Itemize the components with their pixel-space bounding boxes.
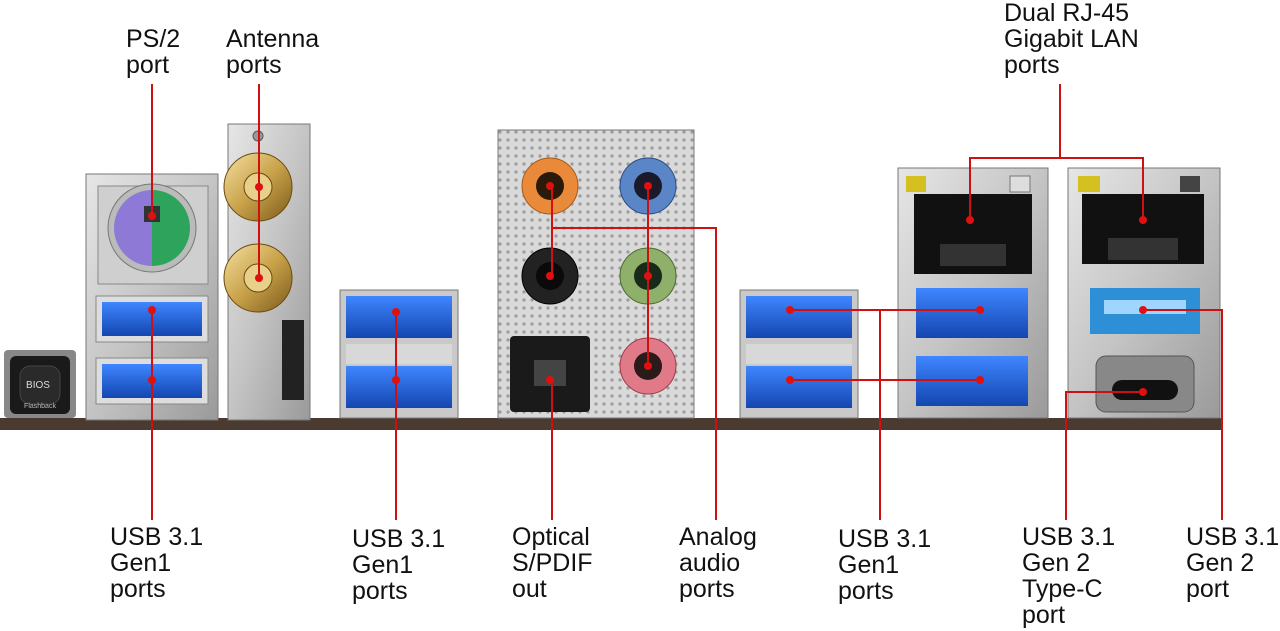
label-line: ports: [110, 575, 166, 603]
label-line: Dual RJ-45: [1004, 0, 1130, 27]
usb-stack-mid: [339, 289, 459, 419]
label-line: PS/2: [126, 25, 181, 53]
bios-flashback-button[interactable]: BIOS Flashback: [4, 350, 76, 418]
label-line: Gen1: [352, 551, 414, 579]
label-line: ports: [226, 51, 282, 79]
label-line: Antenna: [226, 25, 320, 53]
label-line: out: [512, 575, 547, 603]
label-line: USB 3.1: [1186, 523, 1280, 551]
label-line: Analog: [679, 523, 757, 551]
usb-port[interactable]: [346, 296, 452, 338]
usb-stack-right: [739, 289, 859, 419]
label-line: port: [126, 51, 170, 79]
label-line: Gigabit LAN: [1004, 25, 1139, 53]
label-line: USB 3.1: [352, 525, 446, 553]
label-line: Gen 2: [1186, 549, 1255, 577]
label-antenna: Antenna ports: [226, 26, 319, 78]
label-line: USB 3.1: [110, 523, 204, 551]
label-lan: Dual RJ-45 Gigabit LAN ports: [1004, 0, 1139, 78]
label-line: ports: [838, 577, 894, 605]
leader-lines: [151, 84, 1223, 520]
ps2-keyboard-half: [152, 190, 190, 266]
label-line: USB 3.1: [838, 525, 932, 553]
leader-dots: [148, 182, 1147, 396]
label-ps2: PS/2 port: [126, 26, 180, 78]
usb-port[interactable]: [746, 366, 852, 408]
label-typec: USB 3.1 Gen 2 Type-C port: [1022, 524, 1115, 628]
usb-port[interactable]: [746, 296, 852, 338]
label-line: port: [1022, 601, 1066, 629]
label-line: USB 3.1: [1022, 523, 1116, 551]
label-line: Gen1: [838, 551, 900, 579]
label-line: ports: [679, 575, 735, 603]
label-line: S/PDIF: [512, 549, 593, 577]
label-usb-left: USB 3.1 Gen1 ports: [110, 524, 203, 602]
board-edge: [0, 418, 1222, 430]
label-line: port: [1186, 575, 1230, 603]
label-line: audio: [679, 549, 741, 577]
ps2-mouse-half: [114, 190, 152, 266]
lan-usb-stack-1: [897, 167, 1049, 419]
bios-text: BIOS: [26, 380, 50, 391]
label-line: Type-C: [1022, 575, 1103, 603]
label-usb-mid: USB 3.1 Gen1 ports: [352, 526, 445, 604]
usb-port[interactable]: [916, 288, 1028, 338]
label-audio: Analog audio ports: [679, 524, 757, 602]
label-usb-gen2: USB 3.1 Gen 2 port: [1186, 524, 1279, 602]
usb-port[interactable]: [346, 366, 452, 408]
flashback-text: Flashback: [24, 403, 56, 410]
antenna-bracket: [223, 123, 311, 421]
label-line: Gen1: [110, 549, 172, 577]
label-line: Optical: [512, 523, 590, 551]
audio-panel: [497, 129, 695, 419]
label-line: ports: [352, 577, 408, 605]
label-line: ports: [1004, 51, 1060, 79]
label-usb-right: USB 3.1 Gen1 ports: [838, 526, 931, 604]
label-line: Gen 2: [1022, 549, 1091, 577]
label-optical: Optical S/PDIF out: [512, 524, 593, 602]
